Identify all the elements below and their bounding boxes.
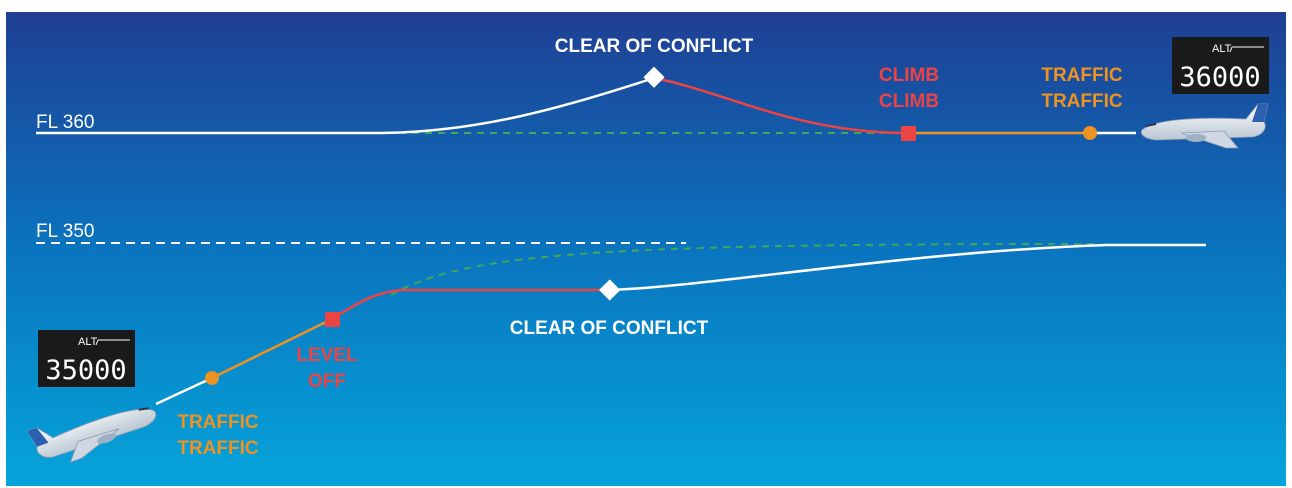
background bbox=[6, 12, 1286, 486]
fl360-label: FL 360 bbox=[36, 112, 94, 133]
upper-traffic-label-2: TRAFFIC bbox=[1041, 91, 1123, 112]
lower-path-cleared bbox=[608, 243, 1206, 292]
lower-traffic-label-2: TRAFFIC bbox=[177, 438, 259, 459]
upper-ta-marker bbox=[1083, 126, 1097, 140]
upper-path-cleared bbox=[375, 76, 655, 135]
upper-path-climb bbox=[653, 76, 909, 135]
upper-ra-marker bbox=[901, 126, 916, 141]
tcas-diagram: FL 360 FL 350 CLEAR OF CONFLICT CLIMB CL… bbox=[6, 12, 1286, 486]
upper-coc-marker bbox=[643, 66, 665, 88]
lower-alt-value: 35000 bbox=[45, 355, 126, 386]
lower-level-off-label-2: OFF bbox=[308, 371, 346, 392]
upper-alt-value: 36000 bbox=[1179, 62, 1260, 93]
upper-climb-label-2: CLIMB bbox=[879, 91, 939, 112]
upper-traffic-label-1: TRAFFIC bbox=[1041, 65, 1123, 86]
lower-original-path bbox=[390, 243, 1097, 296]
lower-traffic-label-1: TRAFFIC bbox=[177, 412, 259, 433]
upper-altitude-display: ALT 36000 bbox=[1172, 37, 1269, 94]
fl350-label: FL 350 bbox=[36, 221, 94, 242]
upper-clear-of-conflict-label: CLEAR OF CONFLICT bbox=[555, 36, 754, 57]
lower-ta-marker bbox=[205, 371, 219, 385]
upper-aircraft-icon bbox=[1140, 103, 1269, 149]
lower-ra-marker bbox=[325, 312, 340, 327]
lower-path-initial bbox=[155, 376, 213, 406]
upper-alt-label: ALT bbox=[1212, 43, 1232, 55]
lower-alt-label: ALT bbox=[78, 336, 98, 348]
lower-path-traffic bbox=[211, 317, 333, 380]
lower-aircraft-icon bbox=[26, 407, 157, 463]
lower-level-off-label-1: LEVEL bbox=[296, 345, 358, 366]
upper-climb-label-1: CLIMB bbox=[879, 65, 939, 86]
lower-altitude-display: ALT 35000 bbox=[38, 330, 135, 387]
lower-clear-of-conflict-label: CLEAR OF CONFLICT bbox=[510, 318, 709, 339]
